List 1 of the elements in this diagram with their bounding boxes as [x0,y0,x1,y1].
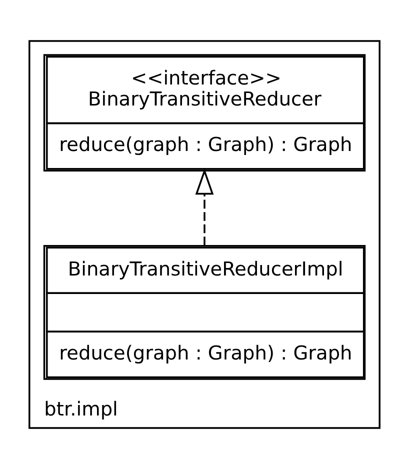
arrow [195,168,214,246]
